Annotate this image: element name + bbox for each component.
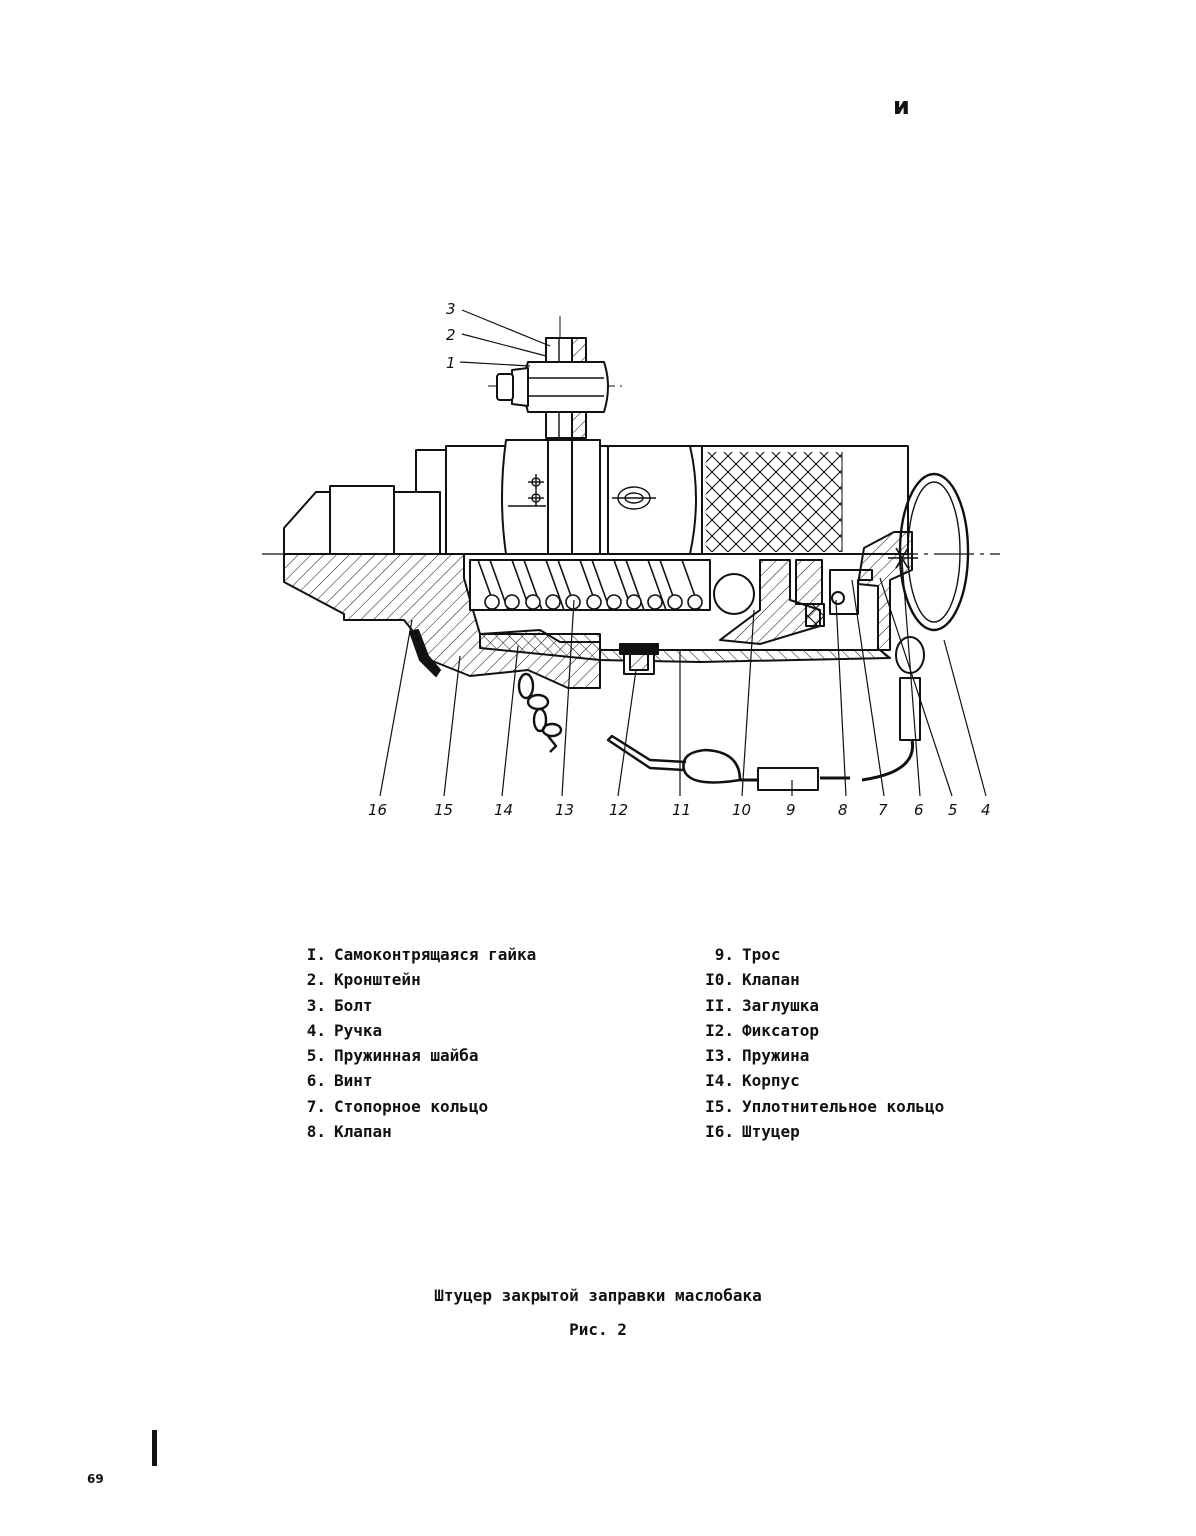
callout-5: 5 <box>948 801 958 819</box>
parts-list-item: I3.Пружина <box>705 1046 810 1066</box>
parts-list-item: I2.Фиксатор <box>705 1020 820 1040</box>
margin-bar <box>152 1430 157 1466</box>
handle-ring <box>898 472 970 632</box>
callout-9: 9 <box>786 801 796 819</box>
parts-list-item: II.Заглушка <box>705 995 820 1015</box>
self-locking-nut <box>523 361 609 413</box>
callout-11: 11 <box>672 801 691 819</box>
parts-list-right: 9.Трос I0.Клапан II.Заглушка I2.Фиксатор… <box>700 942 944 1144</box>
callout-3: 3 <box>446 300 456 318</box>
figure-title: Штуцер закрытой заправки маслобака <box>434 1286 762 1305</box>
right-housing <box>857 531 913 651</box>
parts-list-item: I.Самоконтрящаяся гайка <box>306 945 537 964</box>
chain <box>517 672 563 753</box>
figure-number: Рис. 2 <box>569 1320 627 1339</box>
callout-14: 14 <box>494 801 513 819</box>
parts-list-left: I.Самоконтрящаяся гайка 2.Кронштейн 3.Бо… <box>292 942 537 1144</box>
parts-list-item: I0.Клапан <box>705 970 800 990</box>
callout-numbers: 1 2 3 4 5 6 7 8 9 10 11 12 13 14 15 16 <box>368 300 991 819</box>
callout-12: 12 <box>609 801 628 819</box>
page-number: 69 <box>87 1472 104 1486</box>
parts-list-item: 9.Трос <box>714 945 781 964</box>
bolt-bracket-nut <box>496 337 609 439</box>
parts-list-item: 7.Стопорное кольцо <box>306 1096 489 1116</box>
parts-list-item: 6.Винт <box>306 1071 373 1091</box>
callout-16: 16 <box>368 801 387 819</box>
parts-list-item: 2.Кронштейн <box>306 970 421 990</box>
corner-mark: и <box>893 92 910 120</box>
valve-8 <box>795 559 823 605</box>
cable-loop <box>682 748 742 784</box>
callout-10: 10 <box>732 801 751 819</box>
callout-4: 4 <box>981 801 991 819</box>
parts-list-item: 4.Ручка <box>306 1020 383 1040</box>
callout-8: 8 <box>838 801 848 819</box>
cable <box>861 739 915 782</box>
parts-list-item: 5.Пружинная шайба <box>306 1046 479 1066</box>
callout-13: 13 <box>555 801 574 819</box>
callout-2: 2 <box>446 326 456 344</box>
parts-list-item: 8.Клапан <box>306 1122 392 1142</box>
assembly-drawing: 1 2 3 4 5 6 7 8 9 10 11 12 13 14 15 16 <box>262 300 1000 819</box>
retaining-ring <box>831 591 845 605</box>
lanyard-ring <box>895 636 925 674</box>
parts-list-item: I4.Корпус <box>705 1071 800 1091</box>
callout-7: 7 <box>878 801 888 819</box>
plug <box>479 633 891 663</box>
lanyard-sleeve <box>899 677 921 741</box>
spring-balls <box>484 594 703 610</box>
callout-15: 15 <box>434 801 453 819</box>
parts-list-item: I6.Штуцер <box>705 1122 800 1142</box>
leader-lines <box>379 309 987 797</box>
parts-list-item: 3.Болт <box>306 995 373 1015</box>
callout-6: 6 <box>914 801 924 819</box>
valve-ball <box>713 573 755 615</box>
callout-1: 1 <box>446 354 456 372</box>
pull-pin <box>606 734 687 772</box>
cable-ferrule <box>757 767 819 791</box>
screw <box>888 547 918 569</box>
parts-list-item: I5.Уплотнительное кольцо <box>705 1096 945 1116</box>
